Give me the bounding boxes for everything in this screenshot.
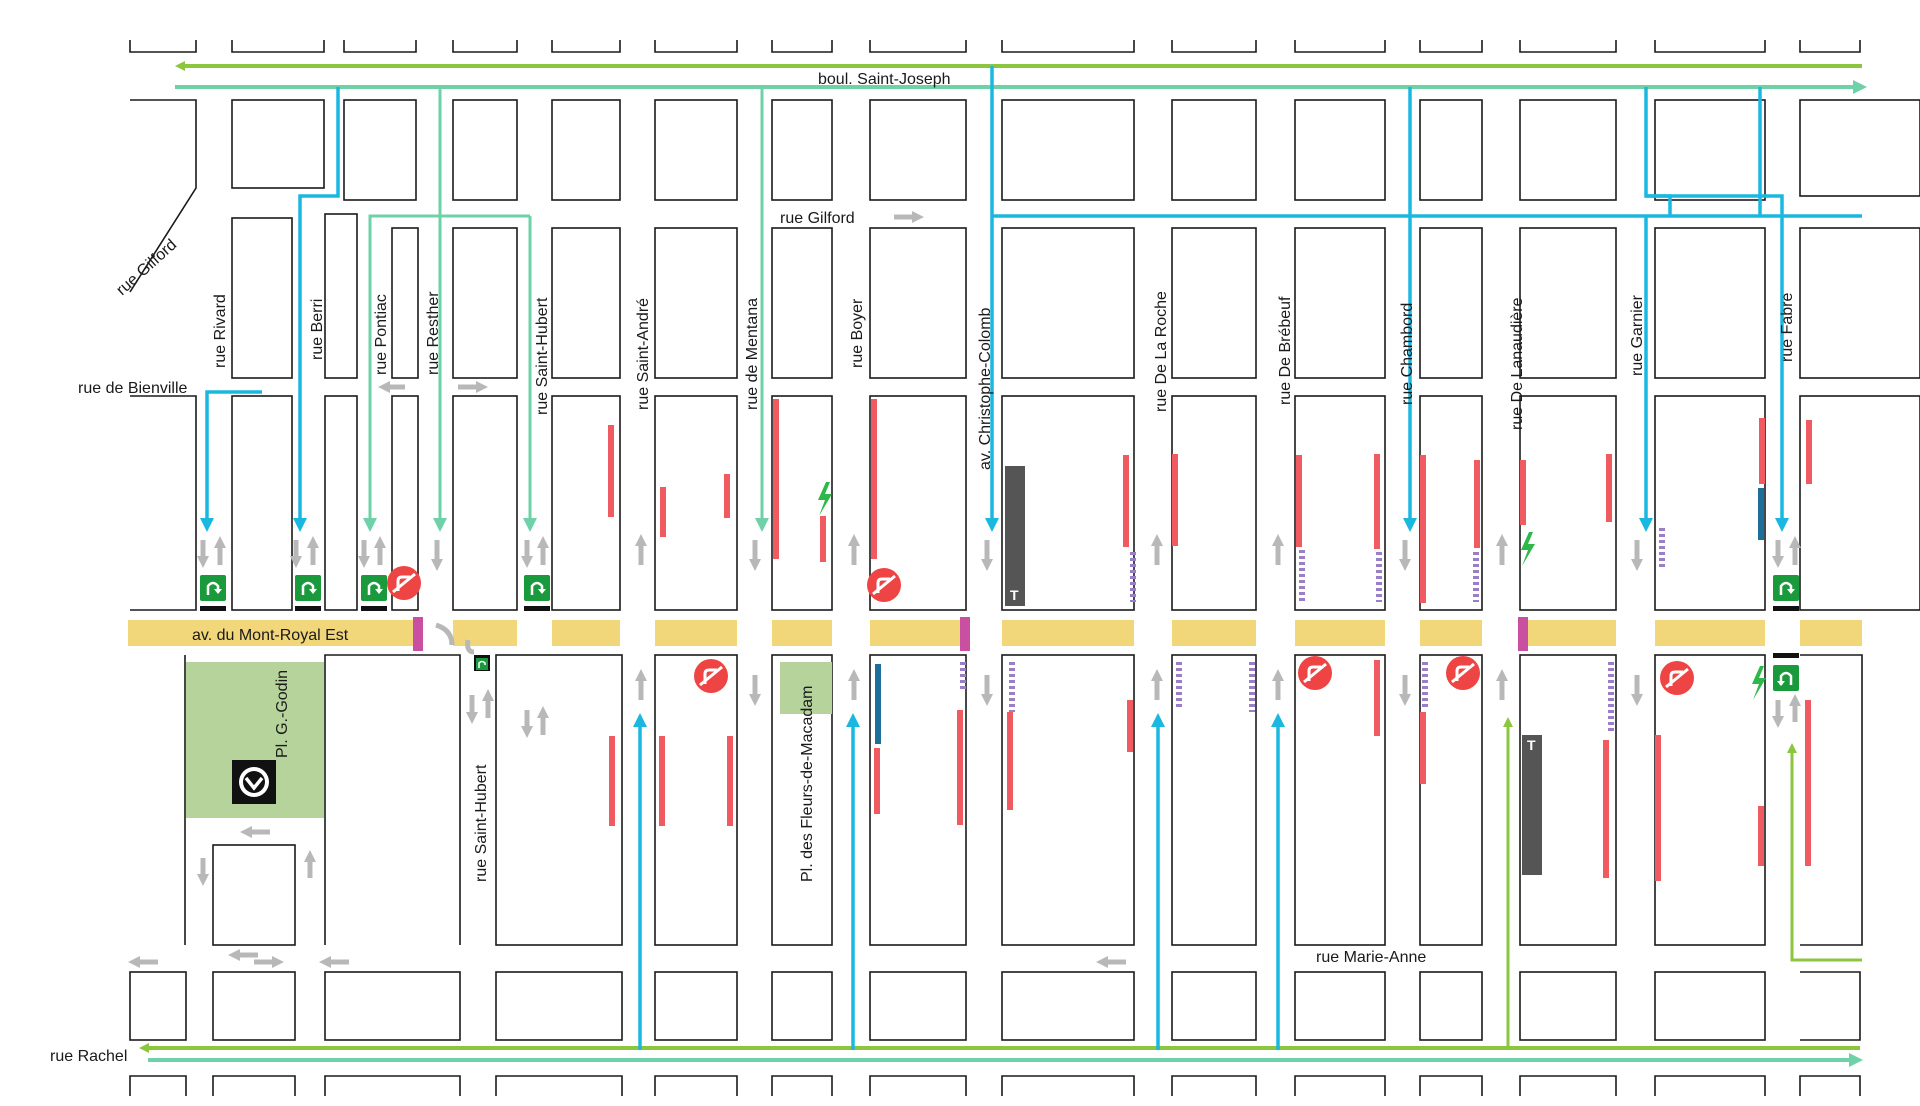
row3-blocks xyxy=(130,395,1920,611)
label-rue-marie-anne: rue Marie-Anne xyxy=(1316,949,1426,966)
no-left-turn-icon xyxy=(694,659,728,693)
no-left-turn-icon xyxy=(387,566,421,600)
label-boul-saint-joseph: boul. Saint-Joseph xyxy=(818,71,951,88)
label-rue-gilford: rue Gilford xyxy=(780,210,855,227)
u-turn-permitted-icon xyxy=(524,575,550,611)
u-turn-permitted-icon xyxy=(361,575,387,611)
label-rue-rachel: rue Rachel xyxy=(50,1048,127,1065)
saint-joseph-arrows xyxy=(175,61,1867,94)
no-left-turn-icon xyxy=(1298,656,1332,690)
rachel-arrows xyxy=(139,1043,1863,1067)
label-pl-fleurs-macadam: Pl. des Fleurs-de-Macadam xyxy=(799,685,816,882)
pl-fleurs-macadam-park xyxy=(780,662,832,714)
label-rue-fabre: rue Fabre xyxy=(1779,293,1796,362)
ev-charging-icon xyxy=(1752,666,1766,700)
u-turn-permitted-icon xyxy=(200,575,226,611)
label-rue-de-mentana: rue de Mentana xyxy=(744,298,761,410)
u-turn-icons xyxy=(200,575,1799,691)
row5-blocks xyxy=(129,971,1861,1041)
u-turn-permitted-icon xyxy=(474,655,490,671)
no-left-turn-icon xyxy=(1446,656,1480,690)
bottom-edge xyxy=(129,1075,1861,1096)
label-rue-resther: rue Resther xyxy=(425,291,442,375)
label-av-christophe-colomb: av. Christophe-Colomb xyxy=(977,307,994,470)
ev-charging-icons xyxy=(818,482,1766,700)
mont-royal-road xyxy=(128,617,1862,651)
label-rue-berri: rue Berri xyxy=(309,299,326,360)
metro-station-icon xyxy=(232,760,276,804)
label-pl-godin: Pl. G.-Godin xyxy=(274,670,291,758)
label-rue-rivard: rue Rivard xyxy=(212,294,229,368)
row1-blocks xyxy=(129,99,1920,293)
label-rue-pontiac: rue Pontiac xyxy=(373,294,390,375)
ev-charging-icon xyxy=(818,482,832,516)
ev-charging-icon xyxy=(1521,532,1535,566)
row4-blocks xyxy=(184,654,1863,946)
dark-zones: T T xyxy=(875,466,1764,875)
label-rue-saint-hubert-south: rue Saint-Hubert xyxy=(473,764,490,882)
taxi-marker-north: T xyxy=(1010,587,1019,603)
no-left-turn-icon xyxy=(1660,661,1694,695)
label-rue-de-brebeuf: rue De Brébeuf xyxy=(1277,296,1294,405)
label-rue-saint-andre: rue Saint-André xyxy=(635,298,652,410)
label-av-mont-royal: av. du Mont-Royal Est xyxy=(192,627,349,644)
teal-detours xyxy=(363,87,769,532)
u-turn-permitted-icon xyxy=(295,575,321,611)
purple-dashed-zones xyxy=(960,528,1665,732)
no-left-turn-icon xyxy=(867,568,901,602)
u-turn-permitted-icon xyxy=(1773,575,1799,611)
blue-detours xyxy=(200,66,1862,1050)
label-rue-chambord: rue Chambord xyxy=(1399,303,1416,405)
label-rue-de-bienville: rue de Bienville xyxy=(78,380,188,397)
no-left-turn-icons xyxy=(387,566,1694,695)
top-edge xyxy=(129,40,1861,53)
traffic-arrows xyxy=(128,211,1801,968)
label-rue-saint-hubert: rue Saint-Hubert xyxy=(534,297,551,415)
u-turn-permitted-icon xyxy=(1773,653,1799,691)
green-detours xyxy=(1503,717,1862,1050)
label-rue-de-la-roche: rue De La Roche xyxy=(1153,291,1170,412)
taxi-marker-south: T xyxy=(1527,737,1536,753)
label-rue-de-lanaudiere: rue De Lanaudière xyxy=(1509,297,1526,430)
label-rue-garnier: rue Garnier xyxy=(1629,294,1646,376)
red-parking-zones xyxy=(608,399,1812,881)
row2-blocks xyxy=(231,213,1920,379)
label-rue-boyer: rue Boyer xyxy=(849,298,866,368)
